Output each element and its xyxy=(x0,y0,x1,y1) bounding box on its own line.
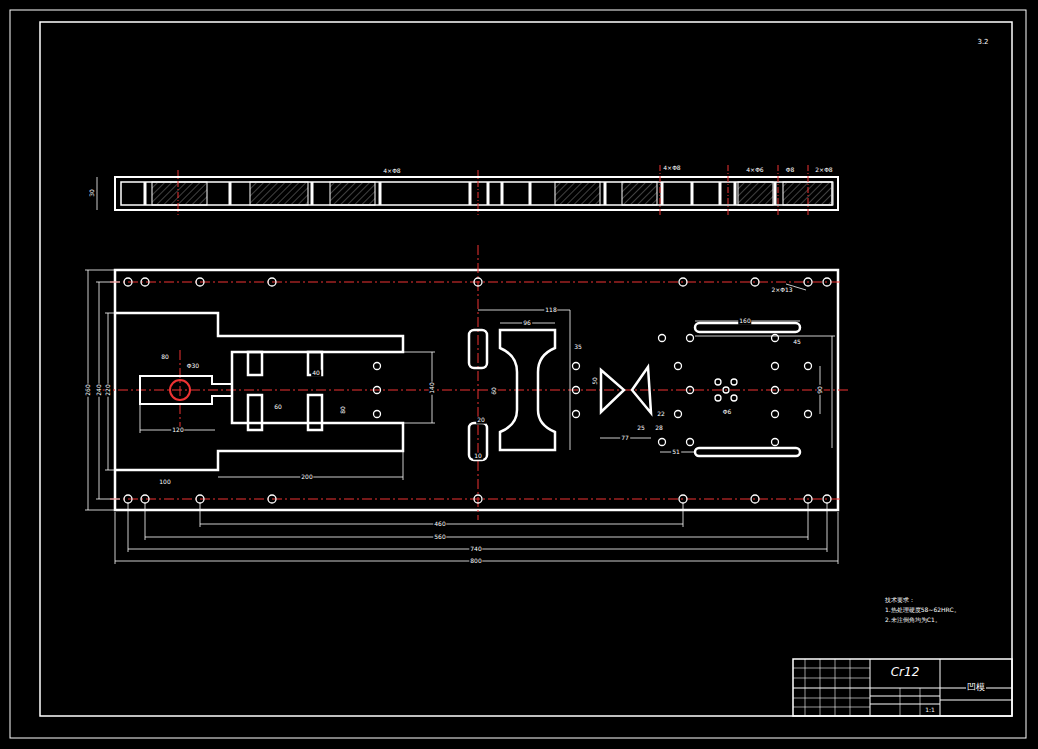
dimension-text: 160 xyxy=(738,318,751,325)
dimension-text: 51 xyxy=(671,449,681,456)
part-name: 凹模 xyxy=(966,683,986,693)
dimension-text: 28 xyxy=(654,425,664,432)
hole-callout: 4×Φ6 xyxy=(745,167,764,174)
dimension-text: 140 xyxy=(429,381,436,394)
dimension-text: 90 xyxy=(817,385,824,395)
dimension-text: 460 xyxy=(433,521,446,528)
dimension-text: 260 xyxy=(85,383,92,396)
dimension-text: 10 xyxy=(473,453,483,460)
dimension-text: Φ30 xyxy=(186,363,200,370)
hole-callout: 4×Φ8 xyxy=(662,165,681,172)
dimension-text: 60 xyxy=(273,404,283,411)
dimension-text: 35 xyxy=(573,344,583,351)
dimension-text: 80 xyxy=(160,354,170,361)
dimension-text: 77 xyxy=(620,435,630,442)
note-heading: 技术要求： xyxy=(884,597,916,604)
dimension-text: 118 xyxy=(544,307,557,314)
dimension-text: 25 xyxy=(636,425,646,432)
dimension-text: 96 xyxy=(522,320,532,327)
dimension-text: 800 xyxy=(469,558,482,565)
dimension-text: 40 xyxy=(311,370,321,377)
dimension-text: 22 xyxy=(656,411,666,418)
hole-callout: 2×Φ13 xyxy=(770,287,793,294)
dimension-text: 220 xyxy=(105,383,112,396)
note-line: 2.未注倒角均为C1。 xyxy=(884,617,942,624)
dimension-text: 560 xyxy=(433,534,446,541)
note-line: 1.热处理硬度58~62HRC。 xyxy=(884,607,961,614)
dimension-text: 60 xyxy=(491,386,498,396)
dimension-text: 50 xyxy=(592,376,599,386)
roughness-mark: 3.2 xyxy=(976,39,989,47)
hole-callout: 4×Φ8 xyxy=(382,168,401,175)
dimension-text: 120 xyxy=(171,427,184,434)
dimension-text: 45 xyxy=(792,339,802,346)
dimension-text: 80 xyxy=(340,405,347,415)
hole-callout: Φ8 xyxy=(785,167,796,174)
dimension-text: Φ6 xyxy=(722,409,733,416)
dimension-text: 20 xyxy=(476,417,486,424)
dimension-text: 240 xyxy=(96,383,103,396)
scale-text: 1:1 xyxy=(924,707,936,714)
dimension-text: 740 xyxy=(469,546,482,553)
dimension-text: 30 xyxy=(89,188,96,198)
material-name: Cr12 xyxy=(890,666,921,679)
dimension-text: 100 xyxy=(158,479,171,486)
hole-callout: 2×Φ8 xyxy=(814,167,833,174)
dimension-text: 200 xyxy=(300,474,313,481)
